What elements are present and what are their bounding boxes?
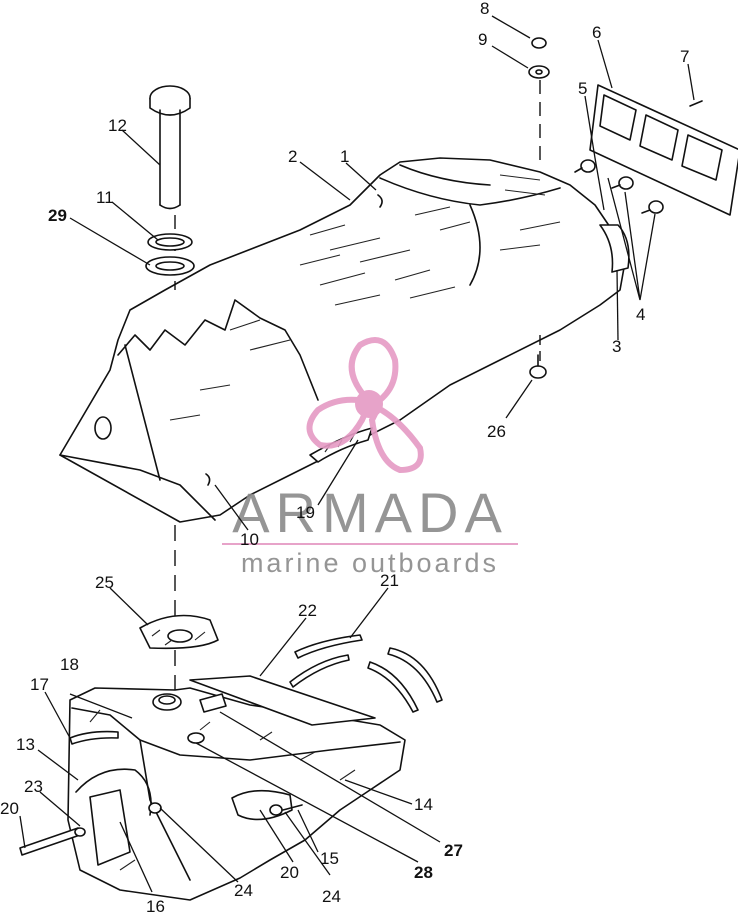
callout-3: 3 (612, 337, 621, 356)
callout-15: 15 (320, 849, 339, 868)
seat-texture (169, 174, 561, 421)
watermark-brand: ARMADA (232, 481, 508, 544)
fitting-27 (199, 693, 227, 713)
watermark-logo: ARMADA marine outboards (222, 337, 518, 578)
clamp-23 (74, 827, 86, 837)
screw-7 (689, 100, 703, 107)
washer-28 (187, 732, 205, 744)
callout-13: 13 (16, 735, 35, 754)
callout-24-left: 24 (234, 881, 253, 900)
callout-7: 7 (680, 47, 689, 66)
callout-17: 17 (30, 675, 49, 694)
leader-lines (19, 15, 695, 893)
washer-9 (528, 65, 550, 79)
callout-21: 21 (380, 571, 399, 590)
callout-11: 11 (96, 188, 114, 207)
gasket-29 (145, 256, 195, 276)
washer-11 (147, 233, 193, 251)
callout-24-right: 24 (322, 887, 341, 906)
callout-26: 26 (487, 422, 506, 441)
callout-1: 1 (340, 147, 349, 166)
hose-13 (75, 768, 152, 816)
callout-12: 12 (108, 116, 127, 135)
callout-numbers: 8 9 6 7 5 4 3 2 1 12 11 29 26 19 10 25 2… (0, 0, 689, 916)
callout-2: 2 (288, 147, 297, 166)
nut-8 (531, 37, 547, 49)
callout-29: 29 (48, 206, 67, 225)
callout-27: 27 (444, 841, 463, 860)
seat-hole (94, 416, 112, 440)
fuel-tank-assembly (19, 614, 443, 901)
callout-25: 25 (95, 573, 114, 592)
hook-10 (205, 473, 211, 486)
seat-foam-edge (117, 299, 319, 401)
callout-4: 4 (636, 305, 645, 324)
callout-9: 9 (478, 30, 487, 49)
callout-10: 10 (240, 530, 259, 549)
callout-28: 28 (414, 863, 433, 882)
callout-5: 5 (578, 79, 587, 98)
callout-6: 6 (592, 23, 601, 42)
hoses-21 (289, 634, 443, 713)
callout-19: 19 (296, 503, 315, 522)
callout-16: 16 (146, 897, 165, 914)
watermark-tagline: marine outboards (241, 548, 499, 578)
bracket-16 (89, 789, 131, 866)
rear-bracket (599, 224, 630, 273)
nut-26 (529, 365, 547, 379)
callout-20-right: 20 (280, 863, 299, 882)
heat-shield-22 (189, 675, 376, 726)
seat-assembly (59, 80, 630, 690)
fuel-tank (67, 687, 406, 901)
hose-17 (69, 730, 119, 745)
hardware (528, 37, 738, 379)
callout-22: 22 (298, 601, 317, 620)
callout-23: 23 (24, 777, 43, 796)
fuel-line-20 (19, 827, 81, 856)
bulbs-4 (574, 159, 664, 214)
callout-20-left: 20 (0, 799, 19, 818)
propeller-logo-icon (306, 337, 424, 474)
filler-cap-assembly (145, 85, 195, 276)
callout-18: 18 (60, 655, 79, 674)
callout-14: 14 (414, 795, 433, 814)
license-plate-6 (589, 84, 738, 216)
callout-8: 8 (480, 0, 489, 18)
hook-1 (377, 194, 383, 208)
